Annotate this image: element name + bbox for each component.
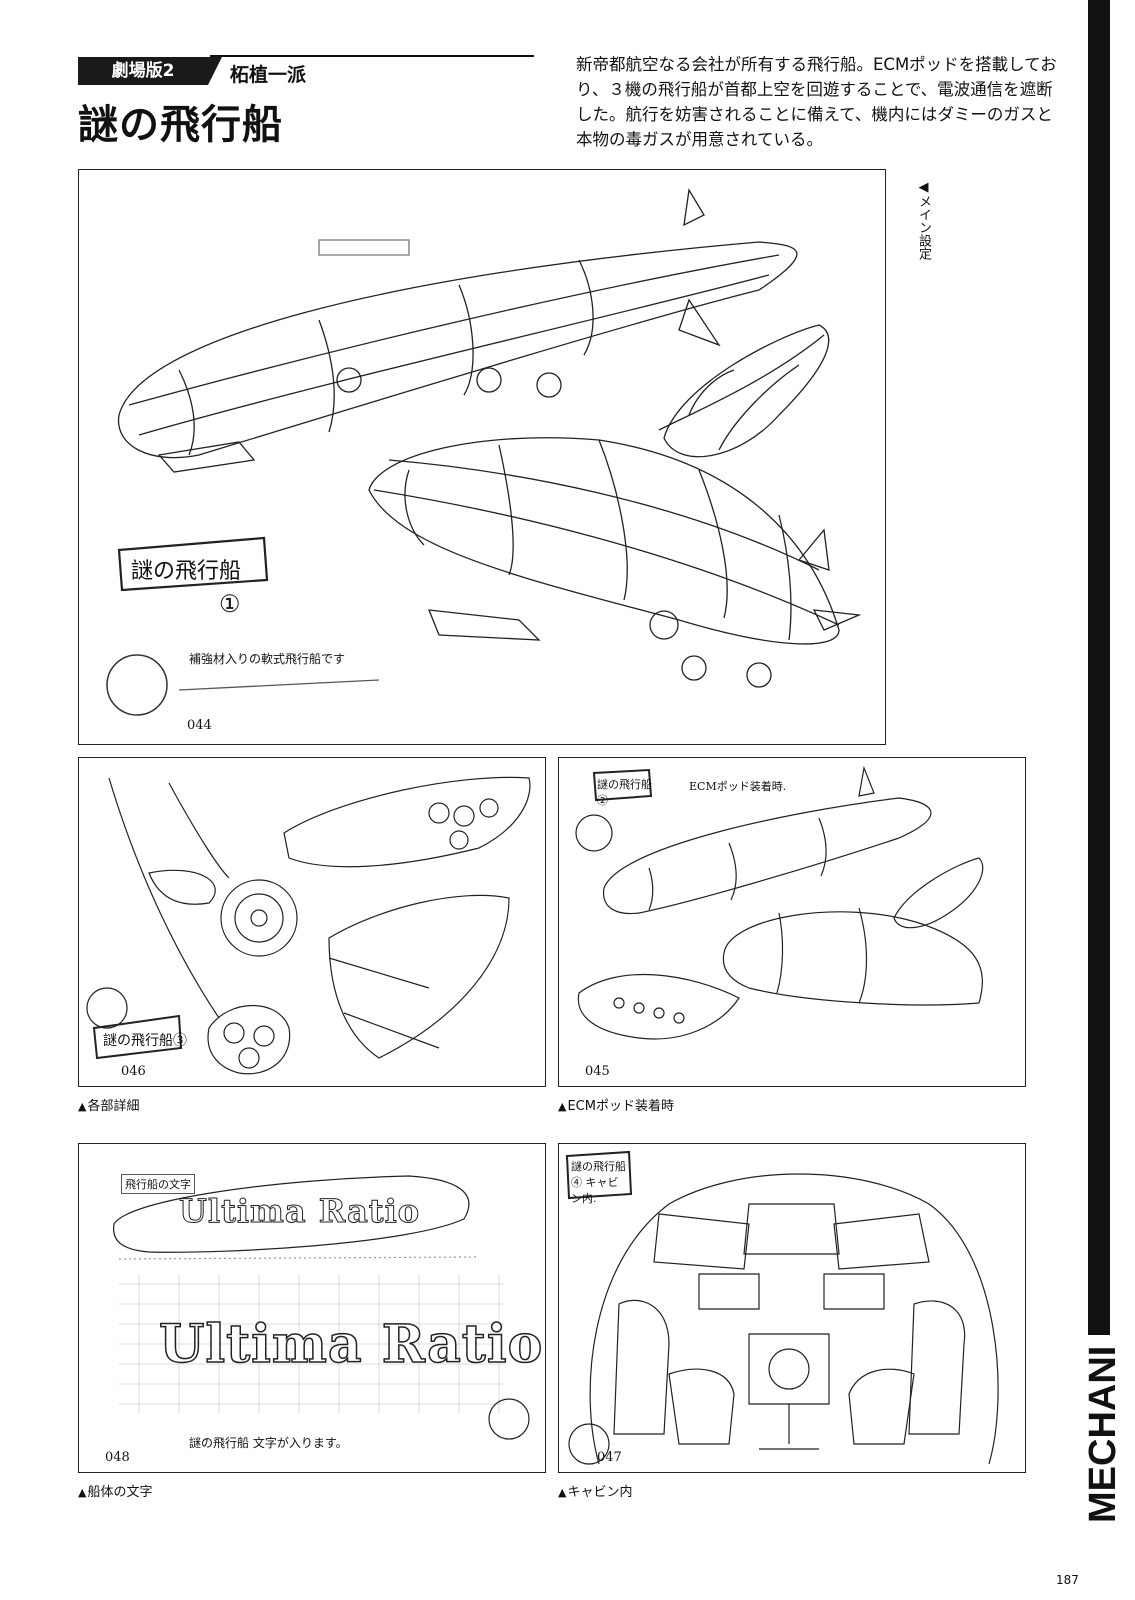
panel-045-caption: ECMポッド装着時 — [558, 1095, 674, 1114]
hull-lettering-small: Ultima Ratio — [178, 1192, 421, 1231]
page-title: 謎の飛行船 — [78, 102, 283, 148]
panel-045-number: 045 — [585, 1064, 610, 1079]
main-stamp-text: 謎の飛行船 — [131, 559, 242, 584]
main-sheet-frame: 謎の飛行船 ① 補強材入りの軟式飛行船です 044 — [78, 169, 886, 745]
hull-lettering-large: Ultima Ratio — [158, 1313, 544, 1376]
section-label: MECHANIC — [1075, 1345, 1125, 1525]
main-sheet-caption: ◀メイン設定 — [916, 180, 931, 260]
panel-046-number: 046 — [121, 1064, 146, 1079]
panel-046-stamp: 謎の飛行船③ — [103, 1033, 187, 1049]
airship-main-illustration — [106, 188, 862, 716]
section-label-text: MECHANIC — [1082, 1345, 1124, 1523]
panel-047: 謎の飛行船④ キャビン内. 047 — [558, 1143, 1026, 1473]
description-text: 新帝都航空なる会社が所有する飛行船。ECMポッドを搭載しており、３機の飛行船が首… — [576, 55, 1057, 149]
panel-048-note: 謎の飛行船 文字が入ります。 — [189, 1436, 348, 1450]
author-name: 柘植一派 — [230, 64, 307, 86]
cabin-illustration — [565, 1150, 999, 1465]
section-sidebar — [1088, 0, 1110, 1335]
main-sheet-number: 044 — [187, 718, 212, 733]
panel-047-number: 047 — [597, 1450, 622, 1465]
panel-045: 謎の飛行船② ECMポッド装着時. 045 — [558, 757, 1026, 1087]
details-illustration — [86, 776, 531, 1075]
panel-047-stamp: 謎の飛行船④ キャビン内. — [571, 1160, 626, 1205]
panel-048: 飛行船の文字 Ultima Ratio Ultima Ratio 謎の飛行船 文… — [78, 1143, 546, 1473]
panel-047-caption: キャビン内 — [558, 1481, 632, 1500]
panel-045-note: ECMポッド装着時. — [689, 780, 787, 793]
section-tag: 劇場版2 — [78, 57, 222, 85]
hull-lettering-illustration — [113, 1175, 530, 1440]
main-note: 補強材入りの軟式飛行船です — [189, 652, 346, 666]
panel-045-stamp: 謎の飛行船② — [597, 778, 652, 807]
panel-048-stamp: 飛行船の文字 — [121, 1174, 195, 1194]
panel-048-number: 048 — [105, 1450, 130, 1465]
page-number: 187 — [1056, 1573, 1079, 1587]
panel-048-caption: 船体の文字 — [78, 1481, 152, 1500]
panel-046: 謎の飛行船③ 046 — [78, 757, 546, 1087]
panel-046-caption: 各部詳細 — [78, 1095, 139, 1114]
main-stamp-number: ① — [219, 590, 241, 618]
ecm-pod-illustration — [575, 765, 984, 1040]
header-rule — [210, 55, 534, 57]
